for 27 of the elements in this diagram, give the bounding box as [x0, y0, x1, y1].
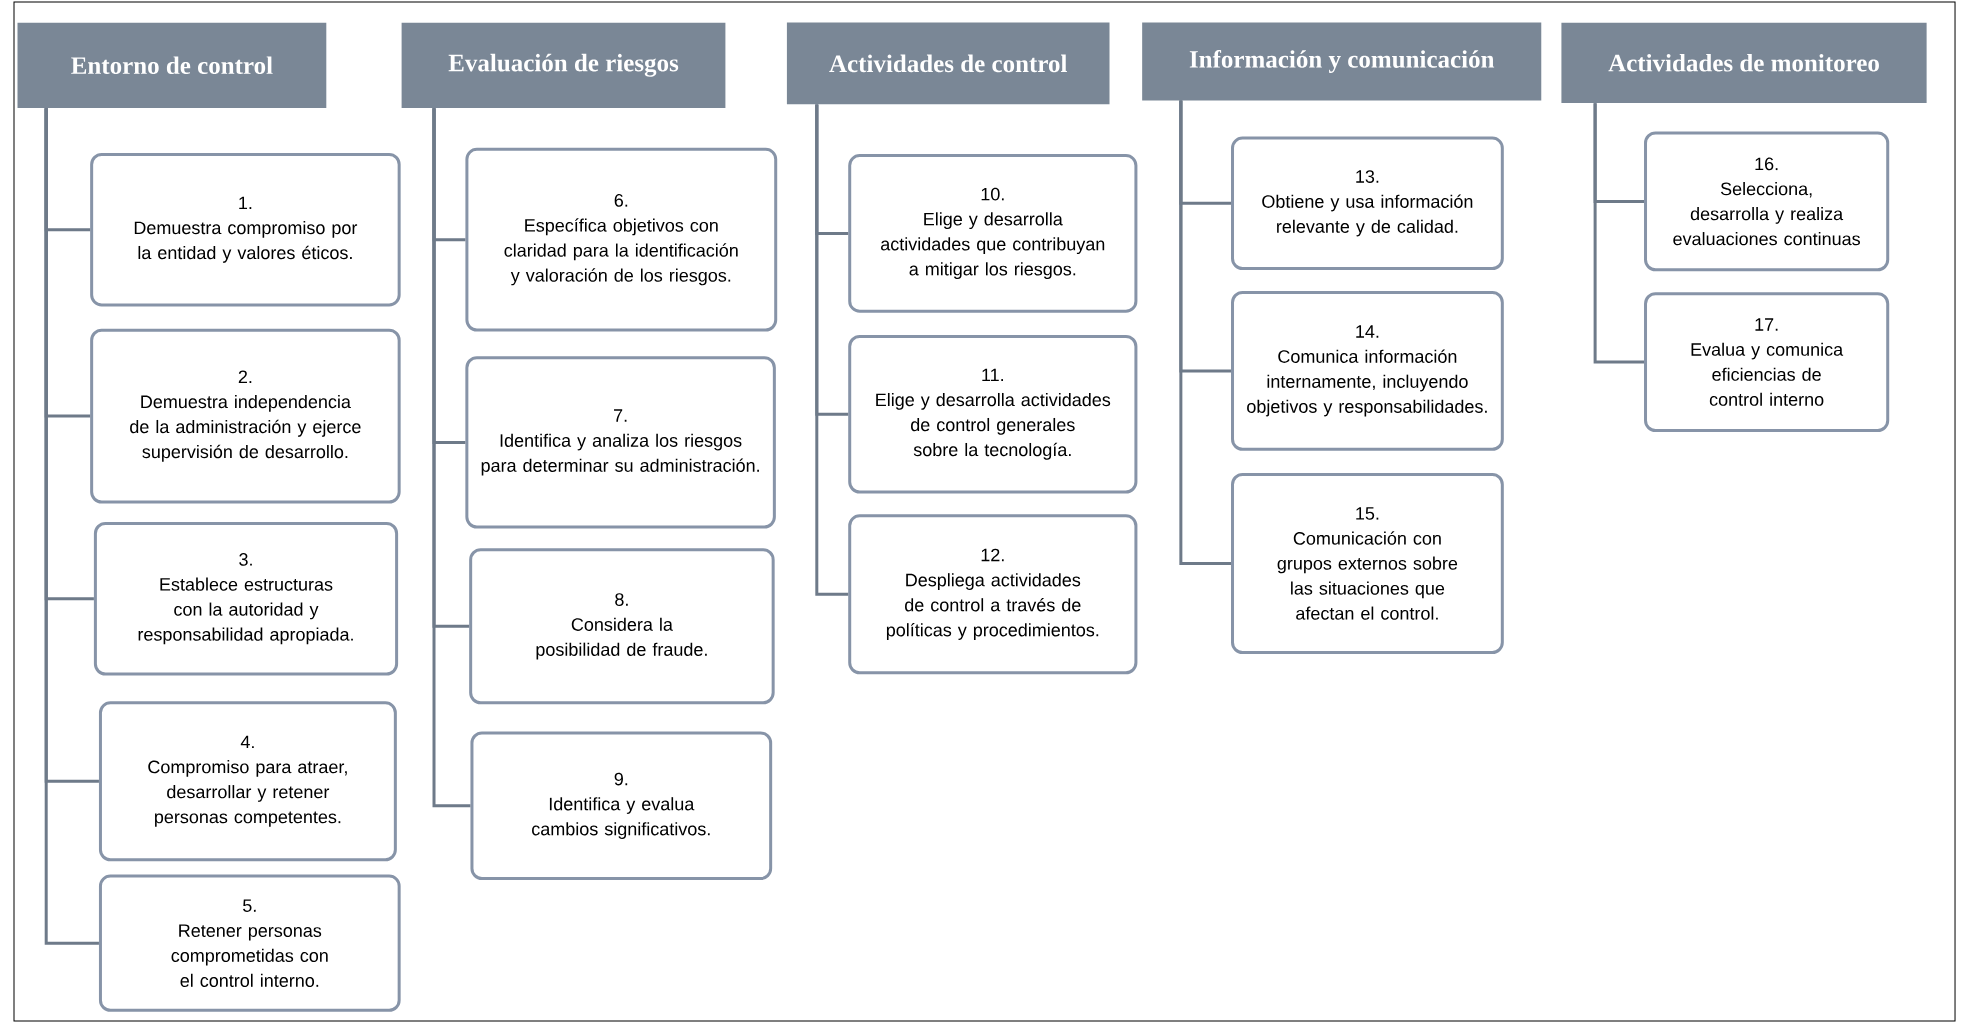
item-box: 8. Considera la posibilidad de fraude.: [469, 548, 775, 705]
item-box: 16. Selecciona, desarrolla y realiza evaluaciones continuas: [1644, 131, 1890, 272]
connector-line: [44, 108, 99, 945]
item-box: 14. Comunica información internamente, incluyendo objetivos y responsabilidades.: [1231, 290, 1504, 451]
item-box: 15. Comunicación con grupos externos sobre las situaciones que afectan el control.: [1231, 472, 1504, 655]
connector-line: [1593, 103, 1644, 364]
header-box: Actividades de monitoreo: [1561, 22, 1927, 103]
item-box: 10. Elige y desarrolla actividades que contribuyan a mitigar los riesgos.: [848, 154, 1138, 313]
item-box: 7. Identifica y analiza los riesgos para determinar su administración.: [465, 356, 776, 529]
item-box: 1. Demuestra compromiso por la entidad y valores éticos.: [90, 152, 401, 307]
item-box: 17. Evalua y comunica eficiencias de control interno: [1644, 292, 1890, 432]
header-box: Actividades de control: [786, 22, 1110, 105]
header-box: Evaluación de riesgos: [401, 22, 726, 108]
item-box: 9. Identifica y evalua cambios significativos.: [470, 731, 773, 881]
item-box: 11. Elige y desarrolla actividades de control generales sobre la tecnología.: [848, 334, 1138, 494]
item-box: 13. Obtiene y usa información relevante y de calidad.: [1231, 136, 1504, 271]
item-box: 12. Despliega actividades de control a través de políticas y procedimientos.: [848, 514, 1138, 675]
header-box: Información y comunicación: [1142, 22, 1542, 101]
item-box: 4. Compromiso para atraer, desarrollar y retener personas competentes.: [98, 701, 397, 862]
item-box: 6. Específica objetivos con claridad para la identificación y valoración de los riesgos.: [465, 147, 778, 332]
header-box: Entorno de control: [17, 22, 327, 108]
connector-line: [1179, 100, 1231, 565]
item-box: 3. Establece estructuras con la autoridad y responsabilidad apropiada.: [93, 521, 399, 676]
connector-line: [815, 104, 849, 596]
item-box: 2. Demuestra independencia de la administración y ejerce supervisión de desarrollo.: [90, 328, 401, 504]
item-box: 5. Retener personas comprometidas con el control interno.: [98, 874, 401, 1012]
connector-line: [432, 108, 471, 808]
